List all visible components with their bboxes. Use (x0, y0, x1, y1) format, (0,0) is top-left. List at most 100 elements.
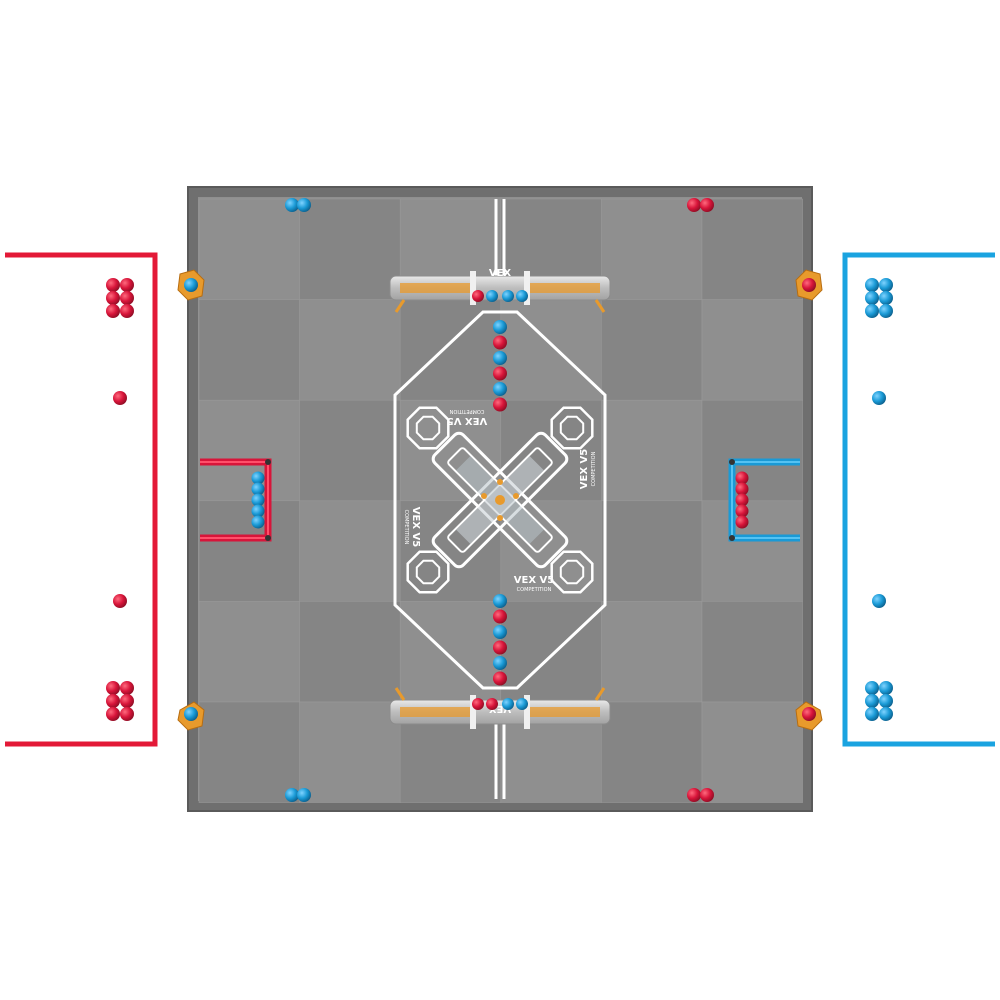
red-ball (120, 304, 134, 318)
red-ball (735, 504, 749, 518)
logo-subtitle-text: COMPETITION (517, 587, 552, 593)
red-ball (106, 291, 120, 305)
field-tile (198, 198, 300, 300)
blue-ball (251, 471, 265, 485)
blue-ball (493, 382, 507, 396)
blue-ball (865, 694, 879, 708)
long-goal-top (389, 271, 611, 313)
red-ball (120, 278, 134, 292)
blue-ball (285, 198, 299, 212)
field-tile (601, 198, 703, 300)
blue-ball-stack (865, 278, 893, 318)
field-tile (701, 601, 803, 703)
center-zone-outline (393, 310, 607, 690)
field-tile (500, 299, 602, 401)
logo-brand-text: VEX V5 (410, 507, 421, 548)
red-ball (493, 335, 507, 350)
field-tile (601, 299, 703, 401)
blue-ball (251, 493, 265, 507)
field-octagons (406, 406, 594, 594)
blue-ball (879, 291, 893, 305)
blue-ball (493, 656, 507, 670)
octagon-icon (406, 550, 450, 594)
blue-ball (865, 278, 879, 292)
field-tile (399, 601, 502, 703)
blue-ball (879, 707, 893, 721)
blue-ball (493, 625, 507, 639)
red-ball (700, 788, 714, 802)
field-tile (299, 299, 401, 401)
blue-ball (865, 304, 879, 318)
red-ball (106, 681, 120, 695)
red-ball (493, 640, 507, 655)
field-tile (198, 601, 300, 703)
blue-staging-balls (865, 278, 893, 721)
logo-subtitle-text: COMPETITION (403, 510, 409, 545)
red-ball-stack (106, 681, 134, 721)
center-x-goal (431, 431, 569, 569)
blue-ball (879, 694, 893, 708)
blue-ball (493, 320, 507, 334)
blue-ball-stack (865, 681, 893, 721)
field-tile (399, 299, 502, 401)
blue-ball (865, 291, 879, 305)
blue-ball (297, 198, 311, 212)
field-tile (601, 701, 703, 803)
red-ball (120, 694, 134, 708)
red-staging-zone (5, 252, 158, 747)
red-staging-outline (5, 252, 158, 747)
center-line-bottom (494, 718, 506, 799)
red-ball (735, 471, 749, 485)
red-ball (106, 707, 120, 721)
field-tile (601, 500, 703, 602)
field-tile (198, 399, 300, 502)
red-ball (735, 493, 749, 507)
field-tile (701, 399, 803, 502)
loader-bottom-left (177, 701, 205, 731)
red-ball (687, 198, 701, 212)
blue-ball (493, 351, 507, 365)
red-ball (700, 198, 714, 212)
field-tile (701, 198, 803, 300)
field-tile (701, 701, 803, 803)
field-tile (198, 299, 300, 401)
logo-brand-text: VEX (489, 268, 512, 279)
blue-ball (879, 681, 893, 695)
blue-ball (493, 594, 507, 608)
loader-top-left (177, 269, 205, 301)
blue-ball (516, 698, 528, 710)
field-tile (198, 701, 300, 803)
red-ball-stack (106, 278, 134, 318)
red-ball (472, 290, 484, 302)
field-tile (198, 500, 300, 602)
field-tile (601, 601, 703, 703)
blue-ball (502, 698, 514, 710)
blue-staging-zone (842, 252, 995, 747)
octagon-icon (406, 406, 450, 450)
blue-ball (872, 391, 886, 405)
field-tile (701, 500, 803, 602)
loader-top-right (795, 269, 823, 301)
octagon-icon (550, 550, 594, 594)
logo-subtitle-text: COMPETITION (591, 451, 597, 486)
logo-subtitle-text: COMPETITION (449, 408, 484, 414)
field-tile (500, 601, 602, 703)
field-tile (701, 299, 803, 401)
field-balls (251, 198, 749, 802)
logo-brand-text: VEX (489, 703, 512, 714)
red-ball (120, 291, 134, 305)
blue-ball (872, 594, 886, 608)
vex-logo: VEX (489, 703, 512, 714)
logo-brand-text: VEX V5 (579, 449, 590, 490)
red-ball (120, 707, 134, 721)
red-ball (472, 698, 484, 710)
blue-ball (879, 304, 893, 318)
red-ball (687, 788, 701, 802)
red-ball (493, 366, 507, 381)
blue-staging-outline (842, 252, 995, 747)
logo-brand-text: VEX V5 (514, 575, 555, 586)
